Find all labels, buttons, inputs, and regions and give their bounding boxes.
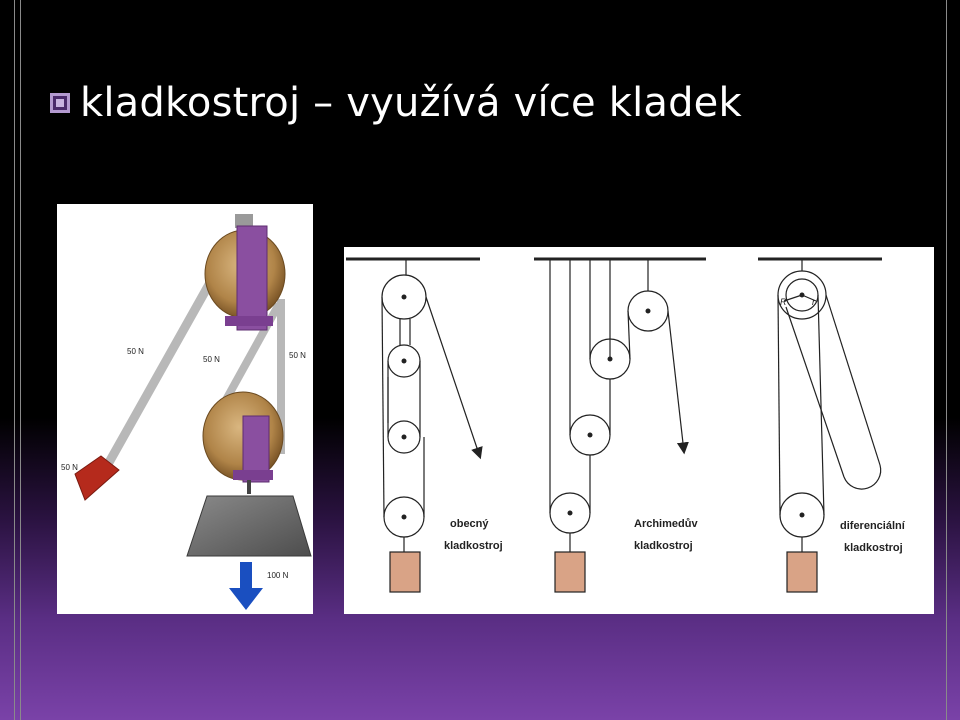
archimeduv-label-line2: kladkostroj [634, 540, 693, 552]
force-label-rope-right: 50 N [289, 351, 306, 360]
pull-arrow-head [74, 455, 120, 501]
left-edge-line-2 [20, 0, 21, 720]
weight-block [186, 495, 312, 557]
archimeduv-weight [554, 551, 586, 593]
pulley-photo-panel: 50 N 50 N 50 N 50 N 100 N [57, 204, 313, 614]
obecny-label-line1: obecný [450, 518, 489, 530]
top-pulley-bracket [236, 225, 268, 331]
ceiling-mount [235, 214, 253, 228]
slide-title: kladkostroj – využívá více kladek [80, 80, 742, 126]
diferencialni-weight [786, 551, 818, 593]
right-edge-line [946, 0, 947, 720]
weight-arrow-shaft [240, 562, 252, 588]
archimeduv-pull-rope [667, 310, 689, 455]
diferencialni-radius-r: r [812, 297, 816, 307]
obecny-pull-rope [425, 296, 483, 460]
rope-pull [102, 251, 230, 471]
force-label-pull: 50 N [61, 463, 78, 472]
pulley-schematics: R r obecný kladkostroj Archimedův kladko… [346, 257, 906, 593]
archimeduv-label-line1: Archimedův [634, 518, 698, 530]
force-label-rope-middle: 50 N [203, 355, 220, 364]
square-bullet-icon [50, 93, 70, 113]
diferencialni-loop [843, 464, 882, 490]
force-label-weight: 100 N [267, 571, 289, 580]
weight-arrow-head [229, 588, 263, 610]
obecny-label-line2: kladkostroj [444, 540, 503, 552]
pulley-schematic-panel: R r obecný kladkostroj Archimedův kladko… [344, 247, 934, 614]
diferencialni-label-line2: kladkostroj [844, 542, 903, 554]
diferencialni-radius-R: R [780, 297, 787, 307]
obecny-weight [389, 551, 421, 593]
force-label-rope-left: 50 N [127, 347, 144, 356]
diferencialni-label-line1: diferenciální [840, 520, 906, 532]
pulley-3d-illustration: 50 N 50 N 50 N 50 N 100 N [61, 214, 312, 610]
slide-title-row: kladkostroj – využívá více kladek [50, 80, 742, 126]
left-edge-line [14, 0, 15, 720]
